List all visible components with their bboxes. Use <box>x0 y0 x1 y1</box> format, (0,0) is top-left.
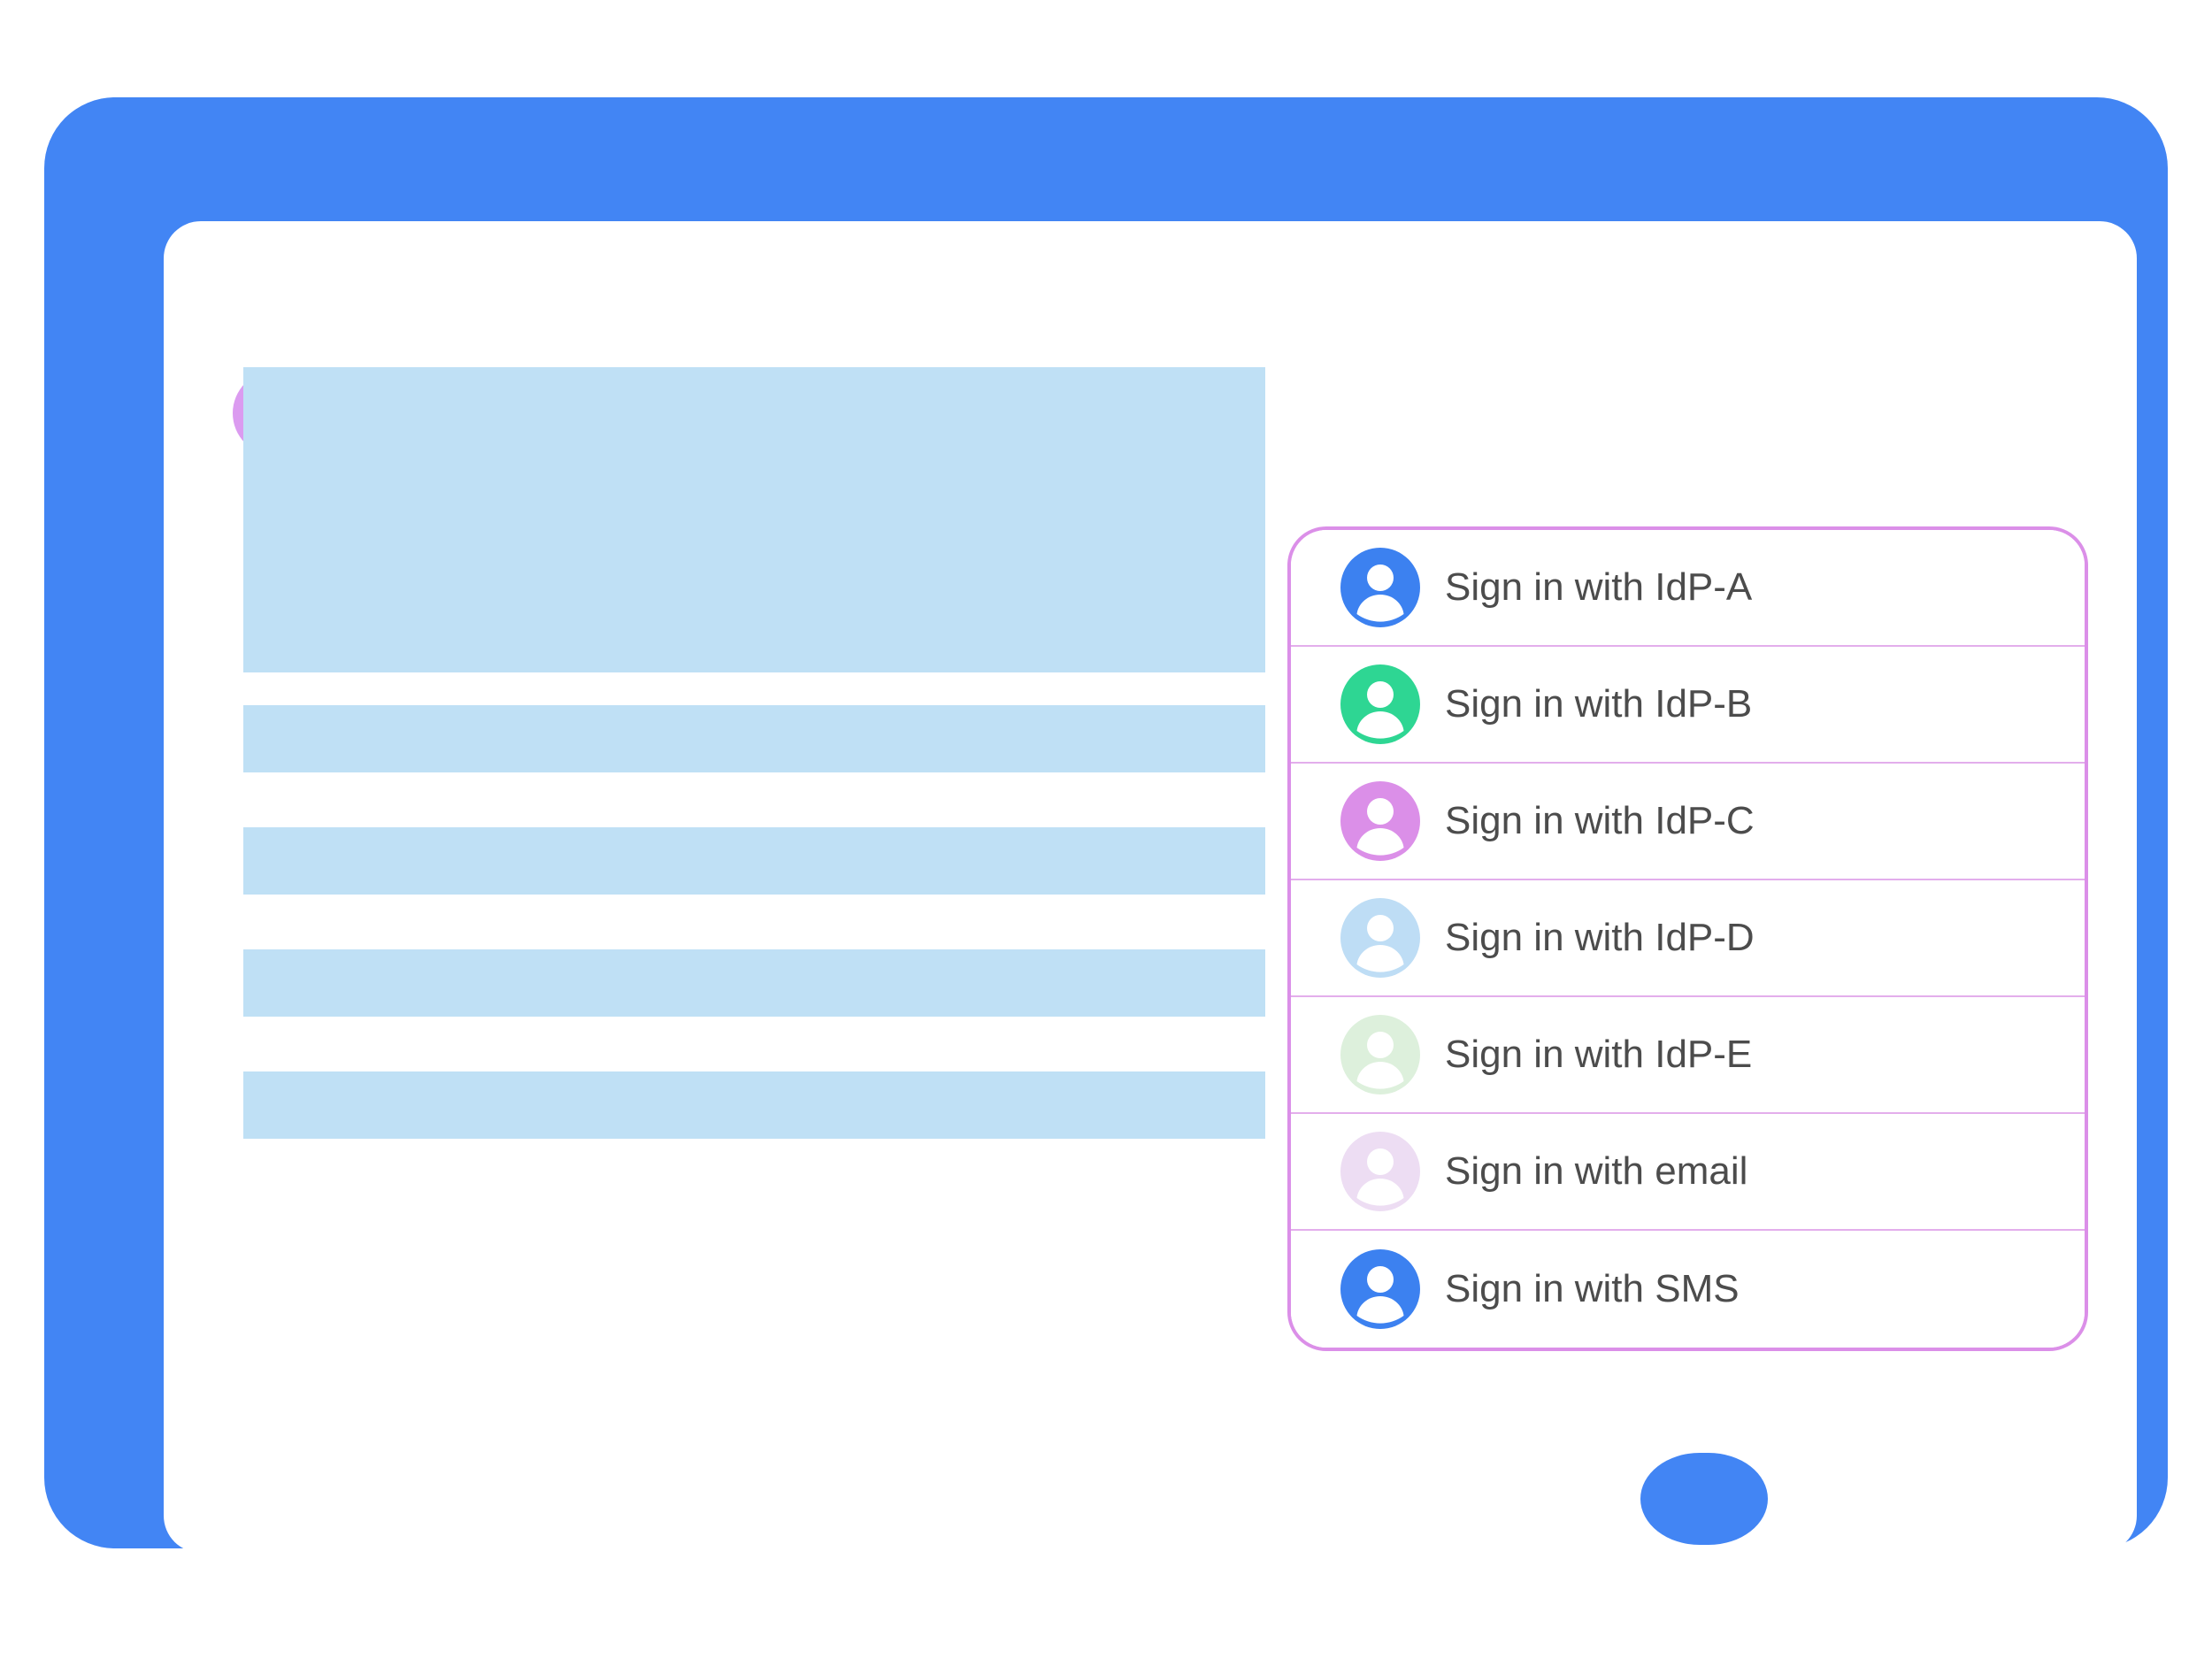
account-label: Sign in with SMS <box>1445 1267 1740 1310</box>
account-chooser-popup: Sign in with IdP-A Sign in with IdP-B Sign… <box>1287 526 2088 1351</box>
bezel-gap-right <box>1768 1449 1801 1548</box>
account-row[interactable]: Sign in with IdP-A <box>1291 530 2085 647</box>
account-label: Sign in with IdP-A <box>1445 565 1753 609</box>
person-avatar-icon <box>1340 781 1420 861</box>
person-avatar-icon <box>1340 1249 1420 1329</box>
account-row[interactable]: Sign in with email <box>1291 1114 2085 1231</box>
account-row[interactable]: Sign in with IdP-B <box>1291 647 2085 764</box>
account-row[interactable]: Sign in with IdP-D <box>1291 880 2085 997</box>
hero-placeholder-block <box>243 367 1265 672</box>
content-placeholder-bar-3 <box>243 949 1265 1017</box>
person-avatar-icon <box>1340 1015 1420 1094</box>
account-label: Sign in with email <box>1445 1149 1748 1193</box>
content-placeholder-bar-2 <box>243 827 1265 895</box>
person-avatar-icon <box>1340 548 1420 627</box>
account-label: Sign in with IdP-B <box>1445 682 1753 726</box>
account-label: Sign in with IdP-E <box>1445 1033 1753 1076</box>
person-avatar-icon <box>1340 664 1420 744</box>
account-label: Sign in with IdP-C <box>1445 799 1755 842</box>
page-content-placeholder <box>243 367 1265 1194</box>
account-label: Sign in with IdP-D <box>1445 916 1755 959</box>
bezel-gap-left <box>1607 1449 1640 1548</box>
person-avatar-icon <box>1340 1132 1420 1211</box>
person-avatar-icon <box>1340 898 1420 978</box>
content-placeholder-bar-4 <box>243 1071 1265 1139</box>
home-button[interactable] <box>1640 1453 1768 1545</box>
account-row[interactable]: Sign in with IdP-E <box>1291 997 2085 1114</box>
account-row[interactable]: Sign in with IdP-C <box>1291 764 2085 880</box>
account-row[interactable]: Sign in with SMS <box>1291 1231 2085 1348</box>
content-placeholder-bar-1 <box>243 705 1265 772</box>
